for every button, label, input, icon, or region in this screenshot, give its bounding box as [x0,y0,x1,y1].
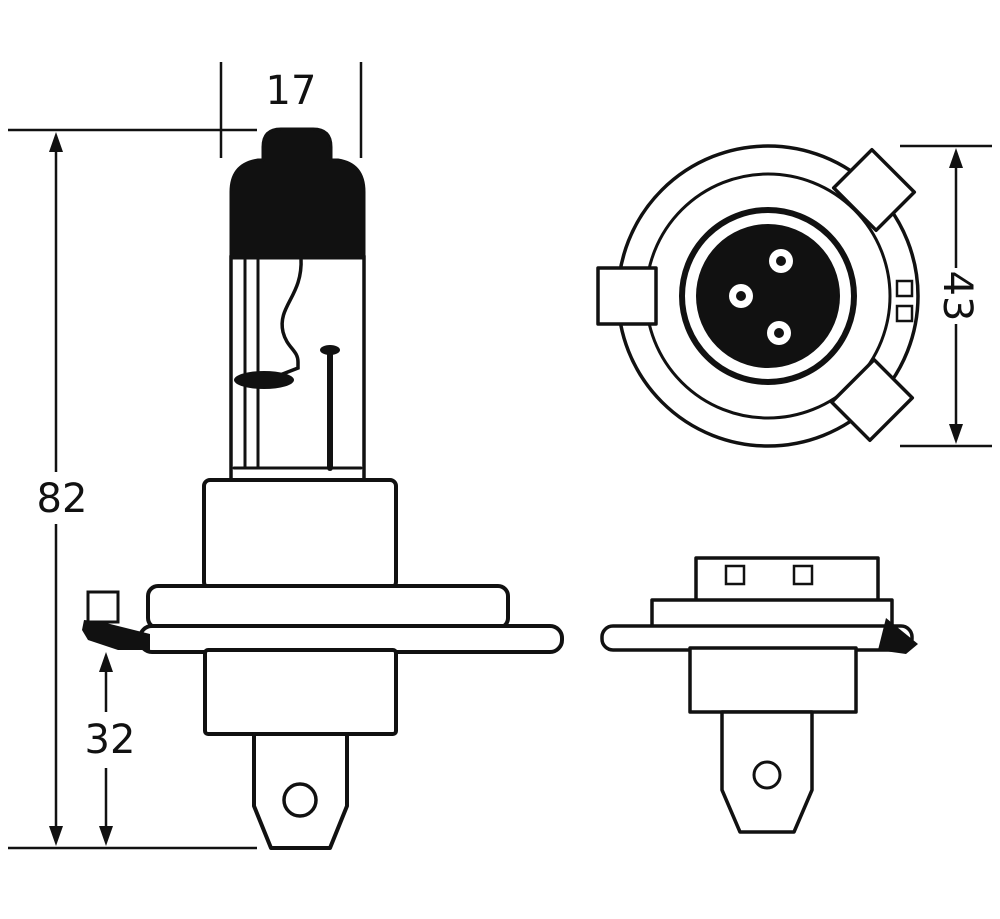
connector-hole [282,782,318,818]
base-flange [650,598,894,630]
tab-left [596,266,658,326]
dim82-label: 82 [37,476,88,522]
pin-2 [729,284,753,308]
center-lead-wire [278,256,303,377]
base-side-view [600,556,918,834]
rear-view [596,144,920,448]
base-solder-wedge [878,618,918,654]
base-connector-hole [752,760,782,790]
base-key-square-left [724,564,746,586]
base-lower-body [688,646,858,714]
dimension-43: 43 [900,144,992,448]
connector-face [696,224,840,368]
dimension-32: 32 [85,652,136,846]
key-square-top [895,279,914,298]
dimension-17: 17 [219,62,363,158]
contact-tab [86,590,120,624]
side-view [82,127,564,850]
dim17-label: 17 [266,68,317,114]
base-top-block [694,556,880,604]
pin-1 [769,249,793,273]
dim82-arrow-up [49,132,63,152]
dimension-82: 82 [8,128,257,850]
dim43-label: 43 [934,271,980,322]
dim43-arrow-down [949,424,963,444]
bulb-collar [202,478,398,590]
tab-top-right [831,147,917,233]
base-body [203,648,398,736]
dim82-arrow-down [49,826,63,846]
dim32-label: 32 [85,717,136,763]
dim32-arrow-up [99,652,113,672]
bulb-black-cap [229,127,366,260]
base-connector-shroud [720,710,814,834]
tab-bottom-right [829,357,915,443]
pin-3 [767,321,791,345]
contact-solder-wedge [82,620,150,650]
dim32-arrow-down [99,826,113,846]
base-key-square-right [792,564,814,586]
filament [234,371,294,389]
key-square-bottom [895,304,914,323]
bulb-flange [146,584,510,630]
dim43-arrow-up [949,148,963,168]
